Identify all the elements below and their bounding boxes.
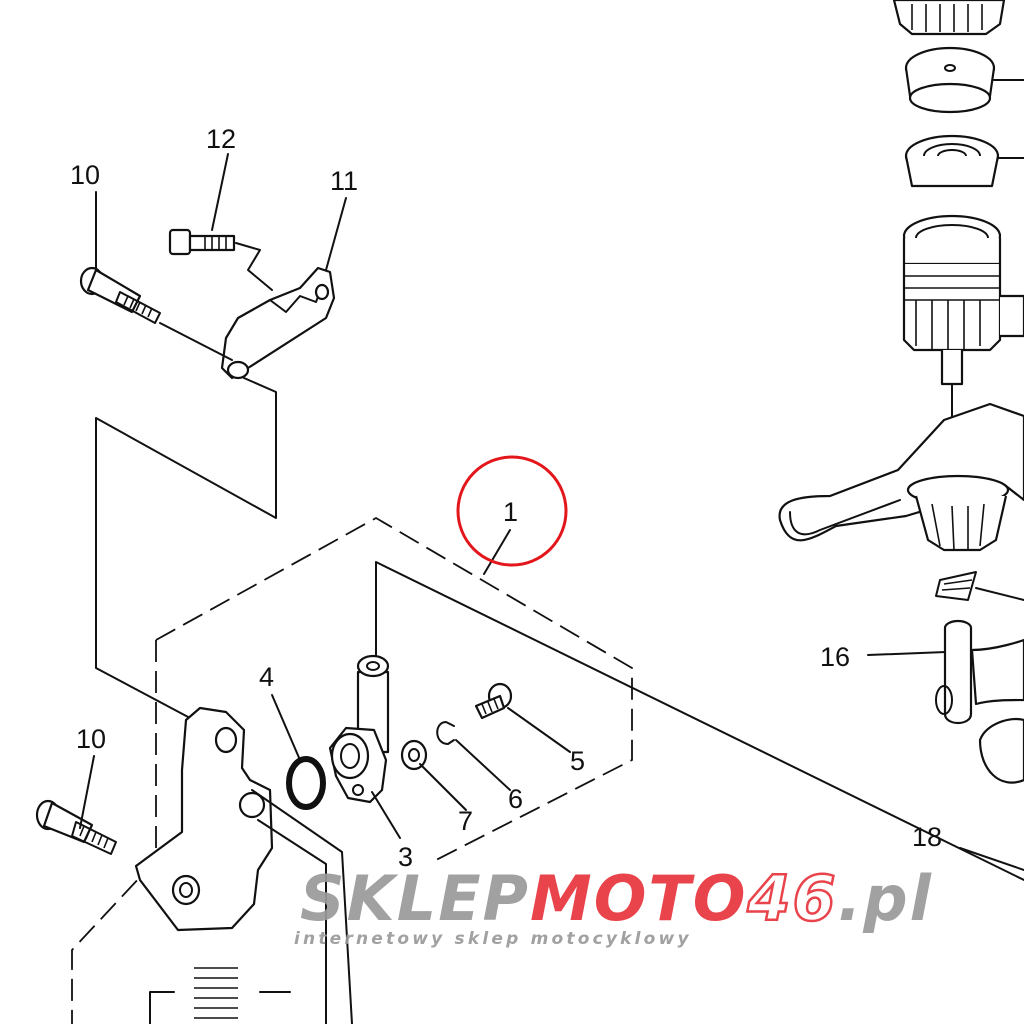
leader-4 [271, 694, 301, 761]
callout-4: 4 [259, 662, 274, 692]
callout-10-upper: 10 [70, 160, 100, 190]
reservoir-cap-top [892, 0, 1006, 36]
bolt-10-lower [35, 799, 117, 855]
screw-5 [474, 682, 513, 720]
leader-6 [455, 739, 511, 791]
diaphragm-plate [904, 46, 996, 114]
leader-3 [371, 791, 401, 839]
callout-10-lower: 10 [76, 724, 106, 754]
o-ring-4 [286, 756, 326, 810]
watermark-tagline: internetowy sklep motocyklowy [294, 929, 692, 949]
hose-16 [935, 619, 1024, 784]
bolt-10-upper [79, 266, 161, 324]
callout-16: 16 [820, 642, 850, 672]
master-cylinder-body [134, 706, 353, 1024]
reservoir-tank [902, 214, 1024, 386]
washer-7 [400, 739, 428, 771]
reservoir-bracket [778, 402, 1024, 552]
clip-6 [436, 721, 455, 745]
assembly-1-outline [71, 516, 633, 1024]
spring [149, 967, 291, 1024]
bracket-projection-frame [95, 377, 277, 719]
callout-1: 1 [503, 497, 518, 527]
callout-11: 11 [330, 166, 358, 196]
leader-7 [419, 763, 467, 811]
leader-1 [483, 529, 511, 575]
bolt-12 [168, 228, 236, 256]
watermark-title: SKLEPMOTO46.pl [300, 862, 933, 935]
leader-18 [959, 847, 1024, 871]
callout-12: 12 [206, 124, 236, 154]
callout-3: 3 [398, 842, 413, 872]
highlight-circle [456, 455, 568, 567]
bracket-11 [220, 266, 336, 380]
callout-5: 5 [570, 746, 585, 776]
leader-16 [867, 651, 947, 656]
hose-joint-3 [328, 654, 390, 804]
callout-7: 7 [458, 806, 473, 836]
callout-18: 18 [912, 822, 942, 852]
leader-12-to-bracket [235, 242, 273, 291]
leader-5 [507, 707, 571, 753]
leader-11 [325, 197, 347, 271]
leader-12 [211, 153, 229, 231]
hose-clip [935, 571, 1024, 601]
watermark-logo: SKLEPMOTO46.pl internetowy sklep motocyk… [294, 861, 933, 949]
diaphragm [904, 134, 1000, 188]
callout-6: 6 [508, 784, 523, 814]
hose-guide-line [375, 561, 1024, 881]
leader-10-lower [79, 755, 95, 829]
leader-10-upper-to-bracket [159, 322, 233, 361]
